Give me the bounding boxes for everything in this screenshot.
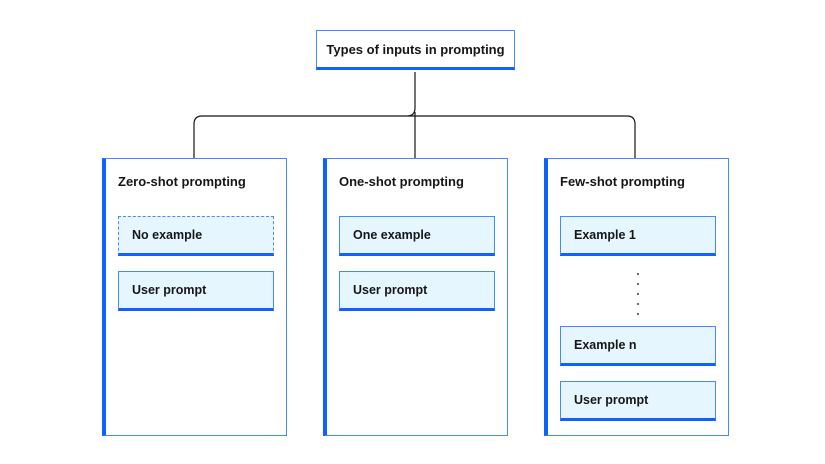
item-user-prompt: User prompt (118, 271, 274, 311)
item-label: One example (353, 228, 431, 242)
branch-line-zero-shot (193, 115, 407, 158)
dot (637, 293, 639, 295)
item-one-example: One example (339, 216, 495, 256)
dot (637, 303, 639, 305)
item-example-n: Example n (560, 326, 716, 366)
item-label: User prompt (353, 283, 428, 297)
dot (637, 283, 639, 285)
dot (637, 273, 639, 275)
column-one-shot: One-shot prompting One example User prom… (323, 158, 508, 436)
item-user-prompt: User prompt (560, 381, 716, 421)
root-node-label: Types of inputs in prompting (326, 41, 505, 57)
root-stem-line (406, 72, 423, 117)
item-label: User prompt (132, 283, 207, 297)
root-node: Types of inputs in prompting (316, 30, 515, 70)
branch-line-few-shot (423, 115, 636, 158)
item-no-example: No example (118, 216, 274, 256)
column-title: Few-shot prompting (560, 174, 685, 189)
item-label: Example 1 (574, 228, 636, 242)
column-title: One-shot prompting (339, 174, 464, 189)
dot (637, 313, 639, 315)
item-user-prompt: User prompt (339, 271, 495, 311)
column-few-shot: Few-shot prompting Example 1 Example n U… (544, 158, 729, 436)
item-label: Example n (574, 338, 637, 352)
ellipsis-dots-icon (637, 273, 641, 323)
column-zero-shot: Zero-shot prompting No example User prom… (102, 158, 287, 436)
item-label: User prompt (574, 393, 649, 407)
item-label: No example (132, 228, 203, 242)
column-title: Zero-shot prompting (118, 174, 246, 189)
item-example-1: Example 1 (560, 216, 716, 256)
